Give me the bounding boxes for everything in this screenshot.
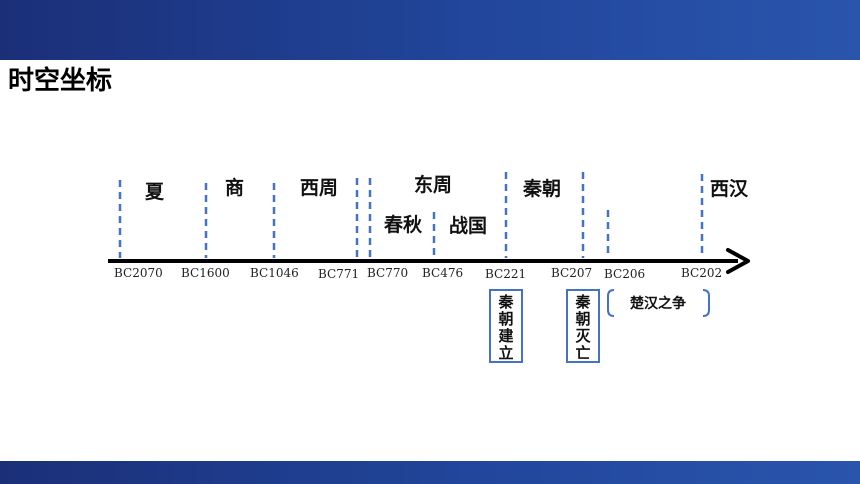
year-tick-label: BC770: [367, 266, 408, 280]
bracket-left: [607, 289, 615, 317]
year-tick-label: BC206: [604, 267, 645, 281]
event-label: 秦朝灭亡: [574, 293, 591, 362]
page-title: 时空坐标: [8, 66, 113, 96]
year-tick-label: BC1046: [250, 266, 299, 280]
footer-band: [0, 461, 860, 484]
bracket-right: [702, 289, 710, 317]
year-tick-label: BC771: [318, 267, 359, 281]
year-tick-label: BC207: [551, 266, 592, 280]
event-box: [489, 289, 523, 363]
event-box: [566, 289, 600, 363]
period-label: 夏: [145, 181, 165, 203]
period-label: 春秋: [384, 213, 423, 236]
year-tick-label: BC1600: [181, 266, 230, 280]
year-tick-label: BC221: [485, 267, 526, 281]
period-label: 东周: [414, 173, 452, 196]
period-label: 秦朝: [522, 177, 561, 200]
period-label: 战国: [449, 215, 487, 237]
bracket-label: 楚汉之争: [629, 295, 686, 312]
axis-arrow-icon: [726, 248, 750, 274]
period-label: 商: [225, 176, 244, 199]
year-tick-label: BC202: [681, 266, 722, 280]
period-label: 西周: [300, 177, 338, 199]
year-tick-label: BC476: [422, 266, 463, 280]
year-tick-label: BC2070: [114, 266, 163, 280]
header-band: [0, 0, 860, 60]
period-label: 西汉: [710, 178, 749, 200]
event-label: 秦朝建立: [497, 293, 514, 362]
